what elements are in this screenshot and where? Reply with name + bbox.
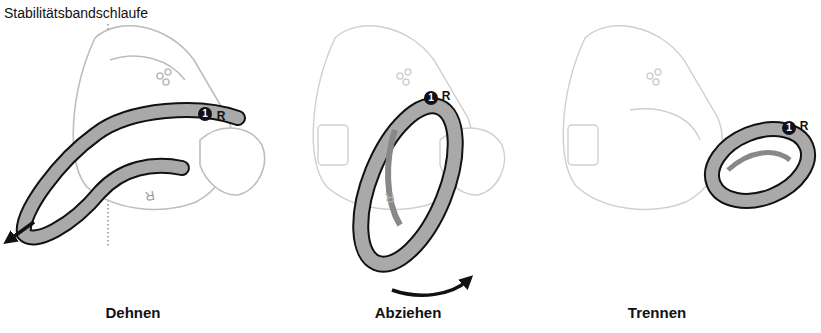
step-caption: Abziehen — [375, 305, 442, 320]
side-marking: R — [217, 110, 226, 122]
part-name: Stabilitätsbandschlaufe — [4, 6, 148, 20]
stability-band-loop — [24, 107, 238, 238]
pull-arrow — [9, 222, 34, 240]
callout-number: 1 — [202, 109, 208, 119]
side-marking: R — [384, 191, 396, 205]
step-caption: Dehnen — [105, 305, 160, 320]
peel-arrow — [392, 280, 468, 295]
earbud-body — [563, 26, 722, 210]
side-marking: R — [800, 120, 809, 132]
callout-number: 1 — [786, 123, 792, 133]
step-caption: Trennen — [628, 305, 686, 320]
side-marking: R — [144, 189, 156, 203]
callout-number: 1 — [428, 93, 434, 103]
side-marking: R — [442, 90, 451, 102]
stability-band-loop — [701, 116, 818, 215]
stability-band-loop — [341, 91, 474, 277]
